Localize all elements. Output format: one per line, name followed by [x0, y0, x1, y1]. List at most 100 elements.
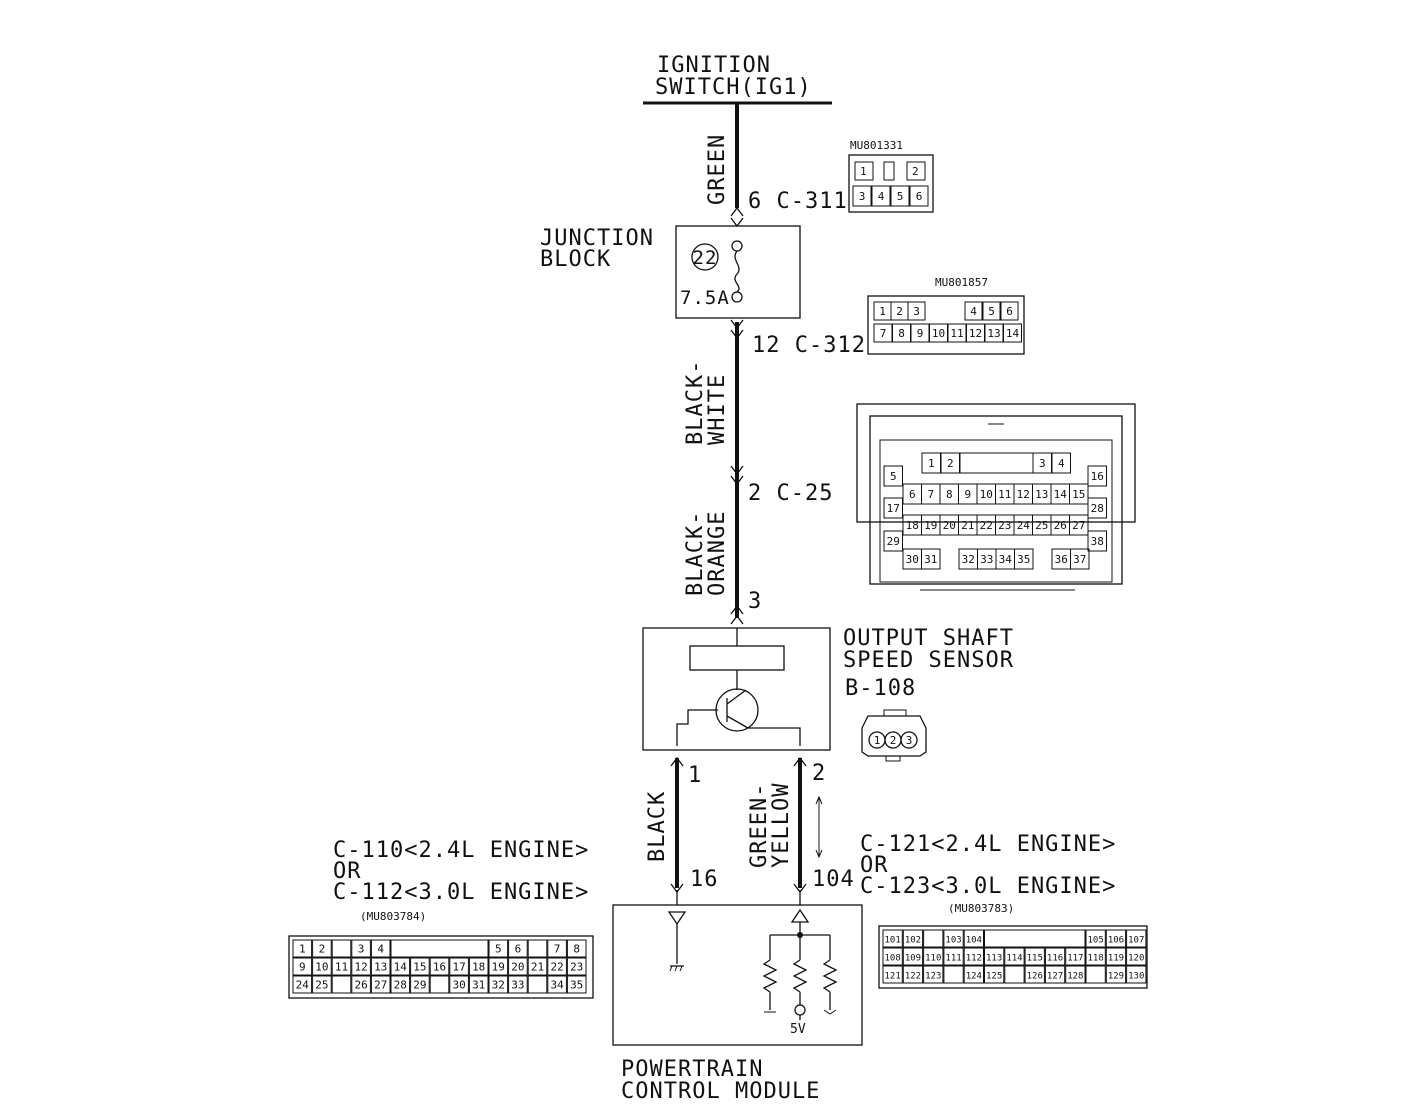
c25-pin-9: 9 [964, 488, 971, 501]
right-note-line3: C-123<3.0L ENGINE> [860, 874, 1116, 899]
connector-c311-mark [730, 206, 744, 217]
right-pin-119-cell [1105, 947, 1127, 966]
right-pin-120-cell [1126, 947, 1147, 966]
left-pin-7-cell [547, 939, 567, 958]
pin2-mark [793, 756, 807, 767]
right-pin-101-cell [882, 929, 903, 948]
right-pin-112: 112 [966, 954, 982, 964]
c25-pin-31: 31 [924, 553, 937, 566]
left-pin-30-cell [449, 975, 469, 994]
lower-wires [670, 756, 823, 894]
right-pin-115-cell [1024, 947, 1045, 966]
left-note-line2: OR [333, 859, 362, 884]
wire-label-black-white-1: BLACK- [683, 360, 708, 445]
right-pin-129: 129 [1108, 972, 1124, 982]
left-pin-11-cell [331, 957, 352, 976]
c25-pin-36: 36 [1055, 553, 1068, 566]
right-pin-110-cell [923, 947, 944, 966]
c25-pin-31-cell [921, 548, 941, 570]
right-pin-114-cell [1004, 947, 1025, 966]
mu801331-pin-3: 3 [859, 190, 866, 203]
connector-label-pin16: 16 [690, 867, 719, 892]
fuse-terminal-bottom [731, 291, 743, 303]
right-pin-113: 113 [986, 954, 1002, 964]
c25-pin-19: 19 [924, 519, 937, 532]
mu801857-pin-14-cell [1003, 323, 1022, 343]
right-pin-122-cell [902, 965, 924, 984]
wire-label-black: BLACK [645, 791, 670, 862]
right-pin-125: 125 [986, 972, 1002, 982]
resistor-mid [792, 959, 808, 993]
left-pin-13-cell [370, 957, 391, 976]
shielded-arrow-up [815, 795, 823, 805]
c25-pin-26: 26 [1054, 519, 1067, 532]
left-pin-28-cell [390, 975, 411, 994]
fuse-element [734, 250, 740, 293]
pcm-input-16-symbol [667, 911, 687, 926]
ground-hatch [669, 965, 673, 972]
c25-pin-27: 27 [1072, 519, 1085, 532]
sensor-connector-outline [861, 715, 927, 757]
powertrain-control-module: 5V POWERTRAIN CONTROL MODULE [612, 890, 863, 1104]
right-pin-blank-cell [1004, 965, 1025, 984]
left-pin-9: 9 [299, 961, 306, 974]
right-pin-102: 102 [905, 936, 921, 946]
mu801331-pin-5-cell [890, 185, 910, 207]
mu801857-outline [867, 295, 1025, 355]
sensor-id: B-108 [845, 676, 916, 701]
c25-pin-38-cell [1087, 530, 1107, 552]
left-pin-22: 22 [550, 961, 563, 974]
mu801331-pin-2: 2 [912, 165, 919, 178]
mu801331-pin-4: 4 [878, 190, 885, 203]
left-pin-19: 19 [492, 961, 505, 974]
right-note-part: (MU803783) [948, 902, 1014, 915]
left-pin-26: 26 [354, 979, 367, 992]
supply-terminal [794, 1004, 806, 1016]
c25-pin-22: 22 [980, 519, 993, 532]
right-pin-130-cell [1126, 965, 1147, 984]
left-pin-10: 10 [315, 961, 328, 974]
c25-pin-17: 17 [887, 502, 900, 515]
connector-c311-mark-lower [730, 217, 744, 228]
right-pin-126-cell [1024, 965, 1045, 984]
left-pin-24-cell [292, 975, 313, 994]
left-pin-12: 12 [354, 961, 367, 974]
c25-pin-35: 35 [1017, 553, 1030, 566]
connector-label-c311: 6 C-311 [748, 189, 848, 214]
c25-pin-30: 30 [906, 553, 919, 566]
c25-pin-20: 20 [943, 519, 956, 532]
right-note-line2: OR [860, 853, 889, 878]
c25-pin-5: 5 [890, 470, 897, 483]
wire-label-black-orange-1: BLACK- [683, 511, 708, 596]
shielded-arrow-down [815, 849, 823, 859]
left-pin-6-cell [508, 939, 528, 958]
ignition-switch-label-line2: SWITCH(IG1) [655, 75, 812, 100]
left-pin-9-cell [292, 957, 313, 976]
transistor-emitter [726, 715, 749, 729]
part-number-mu801331: MU801331 [850, 139, 903, 152]
right-pin-123: 123 [925, 972, 941, 982]
mu801331-pin-4-cell [871, 185, 891, 207]
pcm-label-line1: POWERTRAIN [621, 1057, 763, 1082]
left-pin-8-cell [566, 939, 587, 958]
fuse-number-circle [691, 243, 719, 271]
c25-pin-33: 33 [980, 553, 993, 566]
left-pin-18-cell [468, 957, 489, 976]
c25-pin-24: 24 [1017, 519, 1031, 532]
wire-label-green-yellow-1: GREEN- [747, 783, 772, 868]
c25-pin-28-cell [1087, 497, 1107, 519]
fuse-terminal-top [731, 240, 743, 252]
mu801857-pin-9: 9 [917, 327, 924, 340]
mu801857-pin-2: 2 [896, 305, 903, 318]
mu801331-pin-5: 5 [897, 190, 904, 203]
left-pin-23-cell [566, 957, 587, 976]
c25-pin-8: 8 [946, 488, 953, 501]
right-pin-125-cell [984, 965, 1005, 984]
sensor-label-line2: SPEED SENSOR [843, 648, 1014, 673]
right-pin-126: 126 [1027, 972, 1043, 982]
left-pin-33: 33 [511, 979, 524, 992]
